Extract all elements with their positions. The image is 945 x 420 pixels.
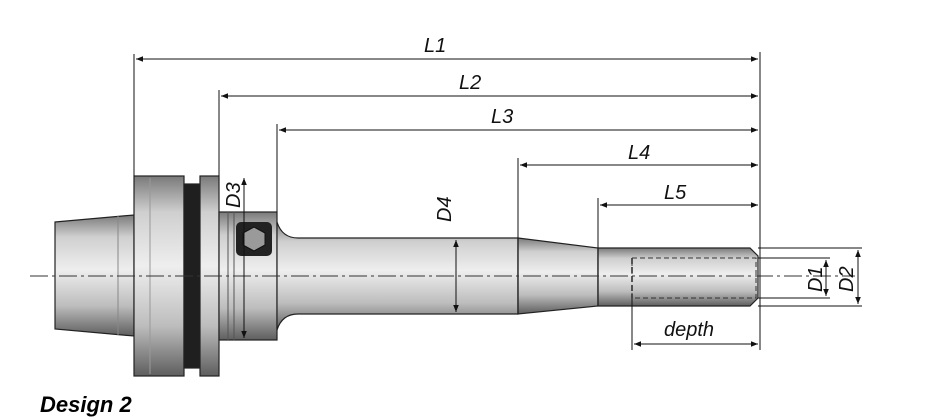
- dim-label-depth: depth: [664, 319, 714, 341]
- extension-lines: [133, 52, 862, 350]
- dim-label-d4: D4: [434, 196, 456, 222]
- dim-label-d3: D3: [223, 182, 245, 208]
- dim-label-l1: L1: [424, 35, 446, 57]
- design-caption: Design 2: [40, 392, 132, 417]
- clamp-screw-icon: [236, 222, 272, 256]
- front-section: [597, 247, 759, 307]
- dim-label-d1: D1: [805, 266, 827, 292]
- dim-label-l2: L2: [459, 72, 481, 94]
- dim-label-l3: L3: [491, 106, 513, 128]
- dim-label-l4: L4: [628, 142, 650, 164]
- dim-label-l5: L5: [664, 182, 687, 204]
- dimension-lines: [136, 56, 861, 347]
- dim-label-d2: D2: [836, 266, 858, 292]
